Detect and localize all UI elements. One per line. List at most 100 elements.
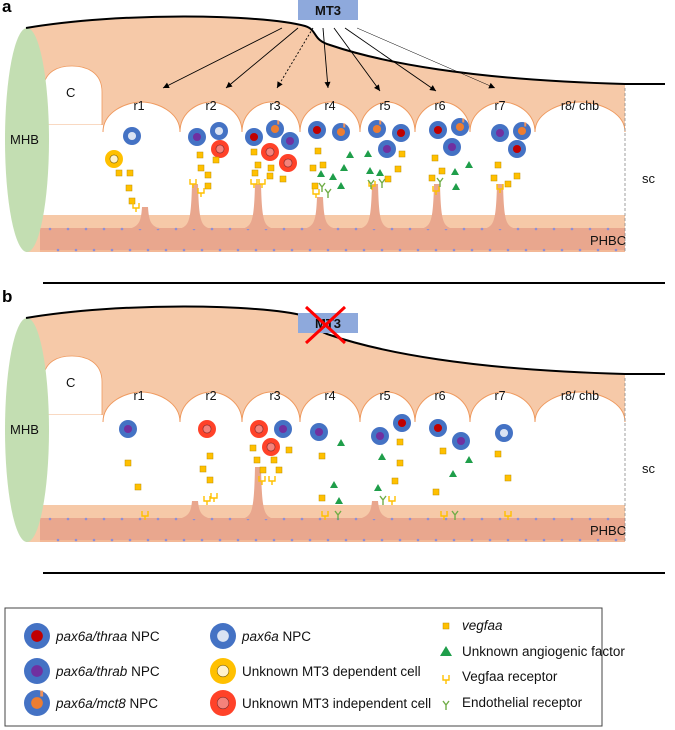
cell-unknown_mt3_independent-r3: [262, 438, 280, 456]
arrowhead: [163, 82, 170, 88]
cell-nucleus: [31, 665, 43, 677]
vegfaa-receptor: [504, 511, 512, 520]
cell-nucleus: [202, 424, 212, 434]
vegfaa-square: [204, 182, 212, 190]
vegfaa-square: [285, 446, 293, 454]
cell-unknown_mt3_independent-r3: [261, 143, 279, 161]
endothelial-receptor: [436, 177, 444, 187]
endothelial-nucleus: [56, 538, 60, 542]
legend-swatch-pax6a: [210, 623, 236, 649]
vegfaa-square: [319, 161, 327, 169]
region-label-r5: r5: [379, 389, 390, 403]
vegfaa-square: [270, 456, 278, 464]
endothelial-nucleus: [282, 227, 286, 231]
endothelial-nucleus: [120, 517, 124, 521]
vegfaa-square: [398, 150, 406, 158]
vegfaa-square: [279, 175, 287, 183]
endothelial-nucleus: [560, 538, 564, 542]
endothelial-nucleus: [218, 248, 222, 252]
vegfaa-square: [266, 172, 274, 180]
cell-pax6a_thraa-r4: [308, 121, 326, 139]
angiogenic-factor-triangle: [452, 183, 460, 190]
cell-pax6a_mct8-r5: [368, 120, 386, 138]
endothelial-nucleus: [326, 248, 330, 252]
endothelial-receptor: [379, 495, 387, 505]
endothelial-nucleus: [102, 227, 106, 231]
vegfaa-square: [251, 169, 259, 177]
endothelial-nucleus: [92, 538, 96, 542]
cell-nucleus: [216, 696, 230, 710]
legend-plain-part: Endothelial receptor: [462, 695, 583, 710]
cell-nucleus: [433, 125, 443, 135]
endothelial-nucleus: [326, 538, 330, 542]
endothelial-nucleus: [578, 538, 582, 542]
endothelial-nucleus: [390, 227, 394, 231]
endothelial-receptor: [378, 178, 386, 188]
arrowhead: [429, 85, 436, 91]
ventricle-space: [43, 392, 625, 505]
vegfaa-square: [115, 169, 123, 177]
endothelial-nucleus: [308, 248, 312, 252]
legend-swatch-pax6a_thrab: [24, 658, 50, 684]
endothelial-nucleus: [218, 538, 222, 542]
endothelial-nucleus: [380, 538, 384, 542]
rhombomere-arch: [299, 391, 361, 423]
vegfaa-square: [394, 165, 402, 173]
endothelial-nucleus: [524, 248, 528, 252]
cell-nucleus: [270, 124, 280, 134]
cell-nucleus: [397, 418, 407, 428]
sprouting-vessel-r6: [421, 184, 453, 229]
endothelial-nucleus: [434, 538, 438, 542]
arrowhead: [277, 81, 283, 88]
endothelial-nucleus: [84, 227, 88, 231]
endothelial-nucleus: [434, 248, 438, 252]
endothelial-nucleus: [488, 248, 492, 252]
phbc-label: PHBC: [590, 233, 626, 248]
vegfaa-square: [490, 174, 498, 182]
vegfaa-square: [504, 474, 512, 482]
cell-pax6a_thrab-r6: [443, 138, 461, 156]
endothelial-receptor: [334, 510, 342, 520]
cell-pax6a_thraa-r5: [392, 124, 410, 142]
mt3-label: MT3: [315, 3, 341, 18]
cell-pax6a-r1: [123, 127, 141, 145]
legend-frame: [4, 607, 603, 727]
endothelial-nucleus: [56, 248, 60, 252]
mt3-arrow-r4: [322, 27, 329, 89]
endothelial-nucleus: [272, 248, 276, 252]
vegfaa-square: [196, 151, 204, 159]
endothelial-nucleus: [236, 538, 240, 542]
cell-nucleus: [382, 144, 392, 154]
vegfaa-square: [206, 476, 214, 484]
vegfaa-square: [494, 450, 502, 458]
endothelial-nucleus: [146, 538, 150, 542]
endothelial-nucleus: [102, 517, 106, 521]
endothelial-nucleus: [48, 227, 52, 231]
angiogenic-factor-triangle: [376, 169, 384, 176]
mct8-transporter-mark: [379, 120, 382, 125]
endothelial-nucleus: [344, 248, 348, 252]
cell-pax6a_thrab-r3: [281, 132, 299, 150]
phbc-vessel: [40, 228, 625, 250]
region-label-r8chb: r8/ chb: [561, 99, 599, 113]
endothelial-nucleus: [596, 538, 600, 542]
endothelial-nucleus: [66, 517, 70, 521]
cell-nucleus: [517, 126, 527, 136]
vegfaa-square: [249, 444, 257, 452]
cell-pax6a_thrab-r5: [378, 140, 396, 158]
vegfaa-receptor: [141, 511, 149, 520]
mct8-transporter-mark: [277, 120, 280, 125]
endothelial-nucleus: [542, 248, 546, 252]
sprouting-vessel-r1: [129, 207, 161, 229]
vegfaa-square: [212, 156, 220, 164]
mt3-arrow-r7: [356, 27, 496, 89]
mhb-label: MHB: [10, 132, 39, 147]
vegfaa-receptor: [258, 476, 266, 485]
legend-italic-part: pax6a/thrab: [55, 664, 128, 679]
endothelial-nucleus: [408, 227, 412, 231]
endothelial-nucleus: [506, 248, 510, 252]
endothelial-nucleus: [380, 248, 384, 252]
region-label-r2: r2: [205, 389, 216, 403]
cell-pax6a_mct8-r3: [266, 120, 284, 138]
cell-unknown_mt3_independent-r3: [279, 154, 297, 172]
